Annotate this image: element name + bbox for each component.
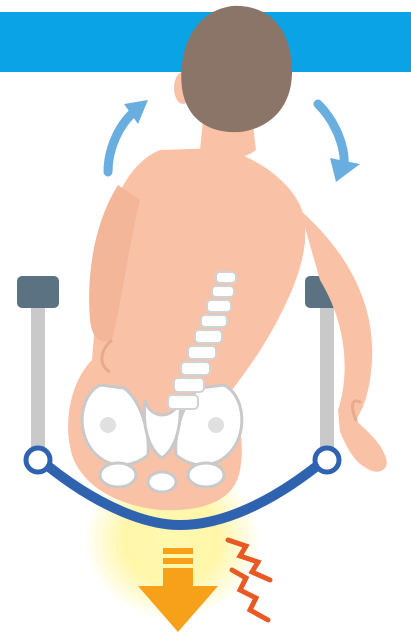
left-sling-hook — [26, 448, 50, 472]
rotate-right-arrow-icon — [108, 110, 136, 172]
left-support-post — [17, 276, 59, 455]
right-arm — [300, 210, 387, 472]
rotate-down-arrowhead — [330, 158, 360, 182]
head-hair — [181, 6, 292, 132]
right-sling-hook — [315, 448, 339, 472]
